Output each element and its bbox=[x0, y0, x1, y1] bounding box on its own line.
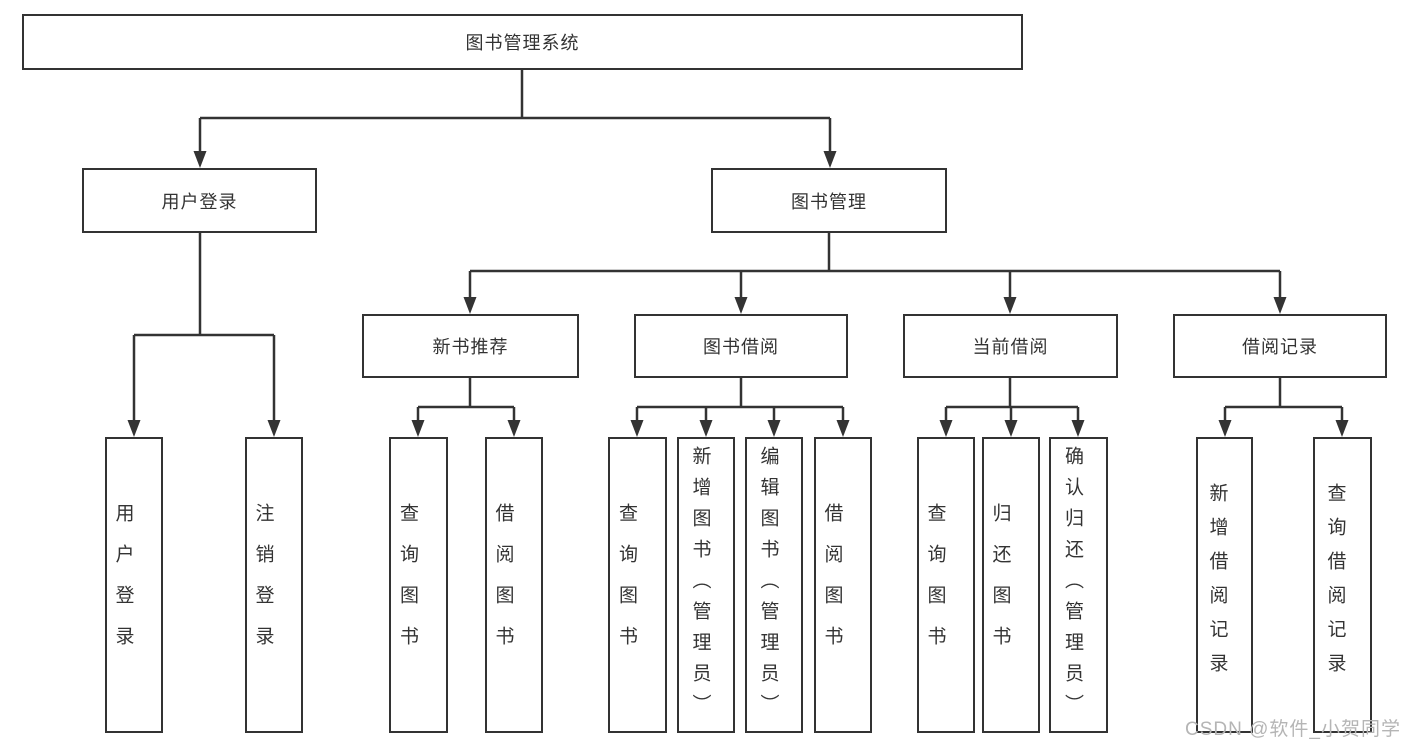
leaf-label: 归还图书 bbox=[989, 503, 1011, 667]
arrowhead bbox=[630, 420, 644, 437]
leaf-add-borrow-record: 新增借阅记录 bbox=[1196, 437, 1253, 733]
arrowhead bbox=[699, 420, 713, 437]
arrowhead bbox=[507, 420, 521, 437]
node-current-borrow: 当前借阅 bbox=[903, 314, 1118, 378]
leaf-label: 查询借阅记录 bbox=[1324, 483, 1346, 687]
leaf-borrow-book: 借阅图书 bbox=[485, 437, 543, 733]
node-label: 图书管理系统 bbox=[465, 33, 580, 53]
node-borrow-records: 借阅记录 bbox=[1173, 314, 1387, 378]
leaf-label: 用户登录 bbox=[112, 503, 134, 667]
leaf-label: 确认归还（管理员） bbox=[1062, 445, 1083, 725]
arrowhead bbox=[1218, 420, 1232, 437]
connector-borrow-records-to-children bbox=[1223, 378, 1344, 421]
arrowhead bbox=[734, 297, 748, 314]
connector-book-management-to-level3 bbox=[468, 233, 1282, 298]
node-label: 借阅记录 bbox=[1242, 337, 1318, 357]
connector-book-borrow-to-children bbox=[635, 378, 845, 421]
arrowhead bbox=[127, 420, 141, 437]
arrowhead bbox=[463, 297, 477, 314]
connector-new-book-recommend-to-children bbox=[416, 378, 516, 421]
leaf-user-login: 用户登录 bbox=[105, 437, 163, 733]
leaf-query-borrow-record: 查询借阅记录 bbox=[1313, 437, 1372, 733]
arrowhead bbox=[1273, 297, 1287, 314]
arrowhead bbox=[193, 151, 207, 168]
leaf-logout: 注销登录 bbox=[245, 437, 303, 733]
arrowhead bbox=[767, 420, 781, 437]
leaf-label: 新增图书（管理员） bbox=[689, 445, 711, 725]
leaf-confirm-return-admin: 确认归还（管理员） bbox=[1049, 437, 1108, 733]
arrowheads bbox=[127, 151, 1349, 437]
leaf-add-book-admin: 新增图书（管理员） bbox=[677, 437, 735, 733]
node-label: 新书推荐 bbox=[432, 337, 509, 357]
leaf-query-book: 查询图书 bbox=[608, 437, 667, 733]
arrowhead bbox=[836, 420, 850, 437]
arrowhead bbox=[1004, 420, 1018, 437]
leaf-return-book: 归还图书 bbox=[982, 437, 1040, 733]
node-library-management-system: 图书管理系统 bbox=[22, 14, 1023, 70]
node-book-management: 图书管理 bbox=[711, 168, 947, 233]
node-label: 图书管理 bbox=[791, 191, 867, 212]
arrowhead bbox=[939, 420, 953, 437]
node-new-book-recommend: 新书推荐 bbox=[362, 314, 579, 378]
arrowhead bbox=[267, 420, 281, 437]
arrowhead bbox=[1071, 420, 1085, 437]
arrowhead bbox=[411, 420, 425, 437]
csdn-watermark: CSDN @软件_小贺同学 bbox=[1185, 719, 1401, 740]
node-user-login: 用户登录 bbox=[82, 168, 317, 233]
connector-current-borrow-to-children bbox=[944, 378, 1080, 421]
arrowhead bbox=[1003, 297, 1017, 314]
connector-user-login-to-children bbox=[132, 233, 276, 421]
node-label: 图书借阅 bbox=[703, 337, 779, 357]
node-book-borrow: 图书借阅 bbox=[634, 314, 848, 378]
leaf-label: 查询图书 bbox=[616, 503, 637, 667]
leaf-borrow-book: 借阅图书 bbox=[814, 437, 872, 733]
leaf-label: 查询图书 bbox=[397, 503, 418, 667]
leaf-label: 借阅图书 bbox=[492, 503, 514, 667]
node-label: 当前借阅 bbox=[972, 337, 1049, 357]
leaf-label: 查询图书 bbox=[924, 503, 946, 667]
leaf-query-book: 查询图书 bbox=[389, 437, 448, 733]
leaf-label: 借阅图书 bbox=[821, 503, 843, 667]
leaf-label: 注销登录 bbox=[252, 503, 274, 667]
arrowhead bbox=[1335, 420, 1349, 437]
leaf-edit-book-admin: 编辑图书（管理员） bbox=[745, 437, 803, 733]
leaf-label: 编辑图书（管理员） bbox=[757, 445, 779, 725]
connector-root-to-level2 bbox=[198, 70, 832, 152]
node-label: 用户登录 bbox=[161, 191, 238, 212]
arrowhead bbox=[823, 151, 837, 168]
leaf-query-book: 查询图书 bbox=[917, 437, 975, 733]
leaf-label: 新增借阅记录 bbox=[1206, 483, 1228, 687]
